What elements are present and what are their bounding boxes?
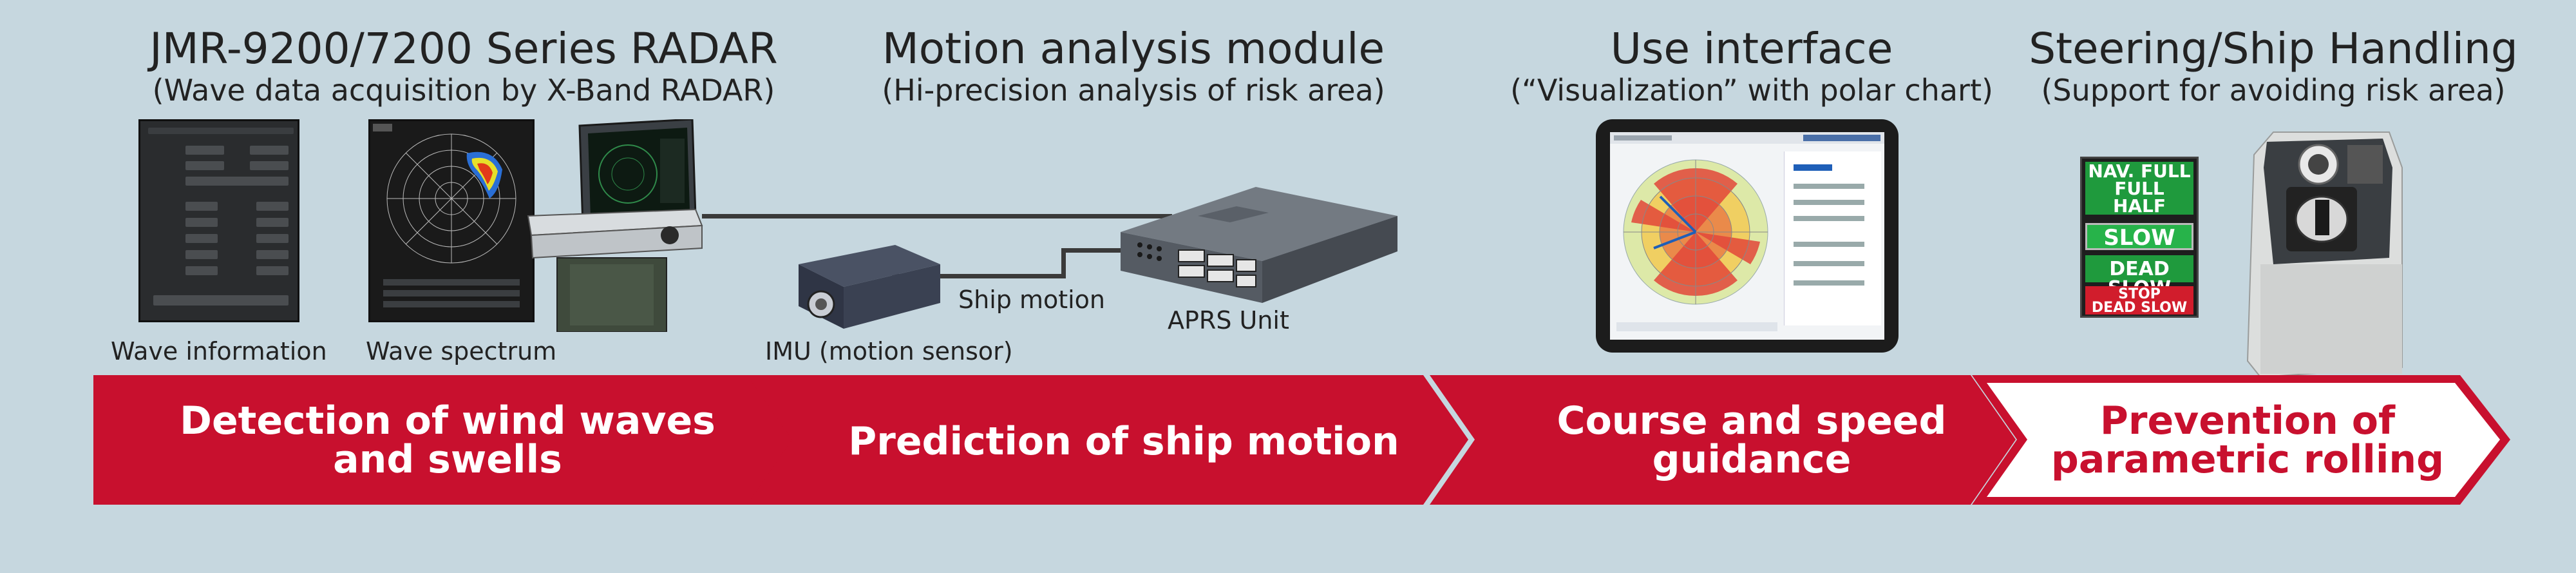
imu-sensor-icon bbox=[799, 245, 940, 329]
telegraph-label-full[interactable]: FULL bbox=[2114, 178, 2164, 199]
engine-telegraph: NAV. FULL FULL HALF SLOW DEAD SLOW STOP … bbox=[2080, 157, 2199, 318]
imu-caption: IMU (motion sensor) bbox=[765, 337, 1013, 365]
section-title-interface: Use interface bbox=[1610, 24, 1893, 73]
aprs-unit-icon bbox=[1121, 187, 1397, 303]
wave-spectrum-caption: Wave spectrum bbox=[366, 337, 557, 365]
section-title-radar: JMR-9200/7200 Series RADAR bbox=[149, 24, 778, 73]
section-subtitle-steering: (Support for avoiding risk area) bbox=[2041, 73, 2506, 108]
banner-step-3 bbox=[1430, 375, 2016, 505]
imu-cable-top bbox=[1061, 248, 1126, 253]
radar-to-aprs-cable bbox=[702, 214, 1172, 219]
step-1-label: Detection of wind waves and swells bbox=[180, 398, 715, 482]
section-title-steering: Steering/Ship Handling bbox=[2029, 24, 2518, 73]
banner-step-2 bbox=[747, 375, 1468, 505]
step-2-label: Prediction of ship motion bbox=[848, 419, 1399, 464]
telegraph-label-stop[interactable]: STOP bbox=[2118, 286, 2161, 302]
imu-cable-horizontal bbox=[892, 274, 1066, 278]
telegraph-label-dead-slow-astern[interactable]: DEAD SLOW bbox=[2091, 300, 2188, 316]
section-subtitle-interface: (“Visualization” with polar chart) bbox=[1510, 73, 1993, 108]
section-subtitle-radar: (Wave data acquisition by X-Band RADAR) bbox=[152, 73, 775, 108]
section-subtitle-motion: (Hi-precision analysis of risk area) bbox=[882, 73, 1385, 108]
banner-step-4 bbox=[1987, 383, 2500, 497]
wave-information-panel bbox=[138, 119, 299, 322]
step-4-label: Prevention of parametric rolling bbox=[2050, 398, 2445, 482]
telegraph-label-half[interactable]: HALF bbox=[2112, 195, 2166, 217]
polar-chart bbox=[1623, 159, 1768, 305]
steering-stand-icon bbox=[2246, 131, 2403, 378]
radar-console-icon bbox=[527, 119, 703, 332]
wave-information-caption: Wave information bbox=[111, 337, 327, 365]
tablet-device bbox=[1596, 119, 1899, 353]
telegraph-label-slow[interactable]: SLOW bbox=[2103, 225, 2175, 251]
process-banner bbox=[93, 375, 2510, 505]
telegraph-label-nav-full[interactable]: NAV. FULL bbox=[2088, 160, 2191, 182]
step-3-label: Course and speed guidance bbox=[1557, 398, 1947, 482]
banner-step-1 bbox=[93, 375, 799, 505]
wave-spectrum-panel bbox=[368, 119, 535, 322]
polar-spectrum-plot bbox=[373, 124, 520, 307]
tablet-screen bbox=[1610, 132, 1884, 340]
ship-motion-caption: Ship motion bbox=[958, 286, 1106, 314]
imu-cable-vertical bbox=[1061, 248, 1066, 278]
aprs-unit-caption: APRS Unit bbox=[1168, 306, 1289, 335]
section-title-motion: Motion analysis module bbox=[882, 24, 1385, 73]
